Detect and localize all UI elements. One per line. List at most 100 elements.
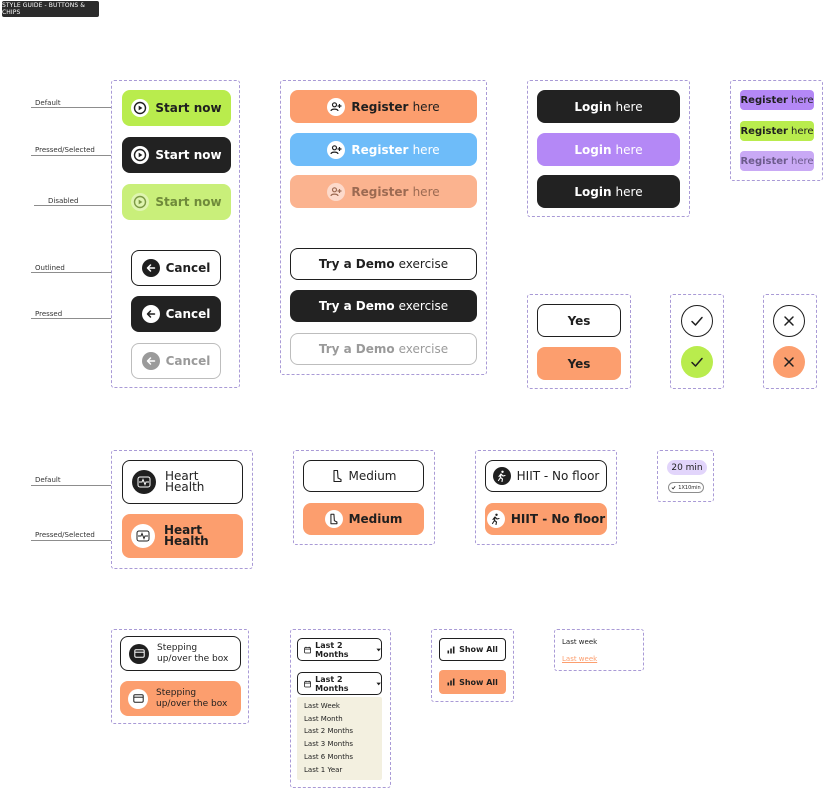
login-bold: Login [574,142,612,157]
show-all-label: Show All [459,645,498,654]
yes-label: Yes [567,313,591,328]
register-rest: here [790,94,814,106]
state-label-default: Default [35,99,61,107]
state-label-pressed-3: Pressed/Selected [35,531,95,539]
yes-label: Yes [567,356,591,371]
state-label-disabled: Disabled [48,197,79,205]
date-option[interactable]: Last Month [304,714,343,723]
demo-button[interactable]: Try a Demo exercise [290,248,477,280]
medium-group [293,450,435,545]
duration-chip[interactable]: 20 min [667,460,707,475]
check-icon [691,357,703,367]
chevron-down-icon [376,682,381,685]
medium-chip-selected[interactable]: Medium [303,503,424,535]
register-bold: Register [351,99,409,114]
demo-rest: exercise [398,257,449,271]
date-option[interactable]: Last Week [304,702,340,710]
register-chip-disabled[interactable]: Register here [740,151,814,171]
register-button-pressed[interactable]: Register here [290,133,477,166]
register-rest: here [412,142,440,157]
medium-label: Medium [348,512,403,526]
cancel-button-outlined[interactable]: Cancel [131,250,221,286]
register-chip-selected[interactable]: Register here [740,121,814,141]
check-button-selected[interactable] [681,346,713,378]
stepping-chip-selected[interactable]: Stepping up/over the box [120,681,241,716]
bar-chart-icon [447,646,455,653]
state-line [31,540,111,541]
duration-small-chip[interactable]: 1X10min [668,482,704,493]
check-button[interactable] [681,305,713,337]
login-bold: Login [574,184,612,199]
login-button[interactable]: Login here [537,90,680,123]
register-rest: here [790,125,814,137]
date-option[interactable]: Last 1 Year [304,765,343,774]
check-icon [691,316,703,326]
add-user-icon [327,97,346,116]
arrow-left-icon [141,352,160,370]
login-rest: here [615,184,643,199]
start-now-button[interactable]: Start now [122,90,231,126]
start-now-label: Start now [155,148,222,162]
start-now-label: Start now [155,195,222,209]
yes-button[interactable]: Yes [537,304,621,337]
register-button[interactable]: Register here [290,90,477,123]
medium-chip[interactable]: Medium [303,460,424,492]
running-icon [486,510,505,528]
hiit-chip-selected[interactable]: HIIT - No floor [485,503,607,535]
heart-health-chip[interactable]: Heart Health [122,460,243,504]
demo-button-disabled[interactable]: Try a Demo exercise [290,333,477,365]
stepping-chip[interactable]: Stepping up/over the box [120,636,241,671]
show-all-button[interactable]: Show All [439,638,506,661]
date-option[interactable]: Last 3 Months [304,740,354,749]
bar-chart-icon [447,678,455,686]
start-now-button-pressed[interactable]: Start now [122,137,231,173]
stepping-group [111,629,249,724]
state-label-outlined: Outlined [35,264,65,272]
cancel-button-disabled[interactable]: Cancel [131,343,221,379]
heart-health-chip-selected[interactable]: Heart Health [122,514,243,558]
state-label-pressed: Pressed/Selected [35,146,95,154]
demo-bold: Demo [355,299,395,313]
play-icon [131,146,150,164]
stepping-line2: up/over the box [157,653,229,664]
demo-pre: Try a [318,299,352,313]
check-group [670,294,724,389]
week-item[interactable]: Last week [562,638,598,646]
week-item-selected[interactable]: Last week [562,655,598,663]
hiit-chip[interactable]: HIIT - No floor [485,460,607,492]
register-rest: here [412,184,440,199]
style-guide-tag: STYLE GUIDE - BUTTONS & CHIPS [2,1,99,17]
date-filter-dropdown[interactable]: Last 2 Months [297,638,382,661]
show-all-button-selected[interactable]: Show All [439,670,506,694]
login-rest: here [615,99,643,114]
yes-button-selected[interactable]: Yes [537,347,621,380]
close-group [763,294,817,389]
stepping-line2: up/over the box [156,698,228,709]
login-button-disabled[interactable]: Login here [537,175,680,208]
stepping-line1: Stepping [157,642,198,653]
footprint-icon [332,469,342,483]
demo-bold: Demo [355,257,395,271]
cancel-button-pressed[interactable]: Cancel [131,296,221,332]
register-chip[interactable]: Register here [740,90,814,110]
add-user-icon [327,182,346,201]
login-button-pressed[interactable]: Login here [537,133,680,166]
calendar-icon [304,680,311,687]
close-icon [784,316,794,326]
hiit-group [475,450,617,545]
calendar-icon [304,646,311,653]
demo-button-pressed[interactable]: Try a Demo exercise [290,290,477,322]
login-rest: here [615,142,643,157]
start-now-label: Start now [155,101,222,115]
heart-health-line2: Health [164,534,209,548]
date-option[interactable]: Last 6 Months [304,752,354,761]
close-button-selected[interactable] [773,346,805,378]
date-option[interactable]: Last 2 Months [304,727,354,736]
register-button-disabled[interactable]: Register here [290,175,477,208]
date-filter-dropdown-open[interactable]: Last 2 Months [297,672,382,695]
heart-health-line1: Heart [165,469,199,483]
close-button[interactable] [773,305,805,337]
register-bold: Register [740,125,788,137]
state-line [31,272,111,273]
start-now-button-disabled[interactable]: Start now [122,184,231,220]
